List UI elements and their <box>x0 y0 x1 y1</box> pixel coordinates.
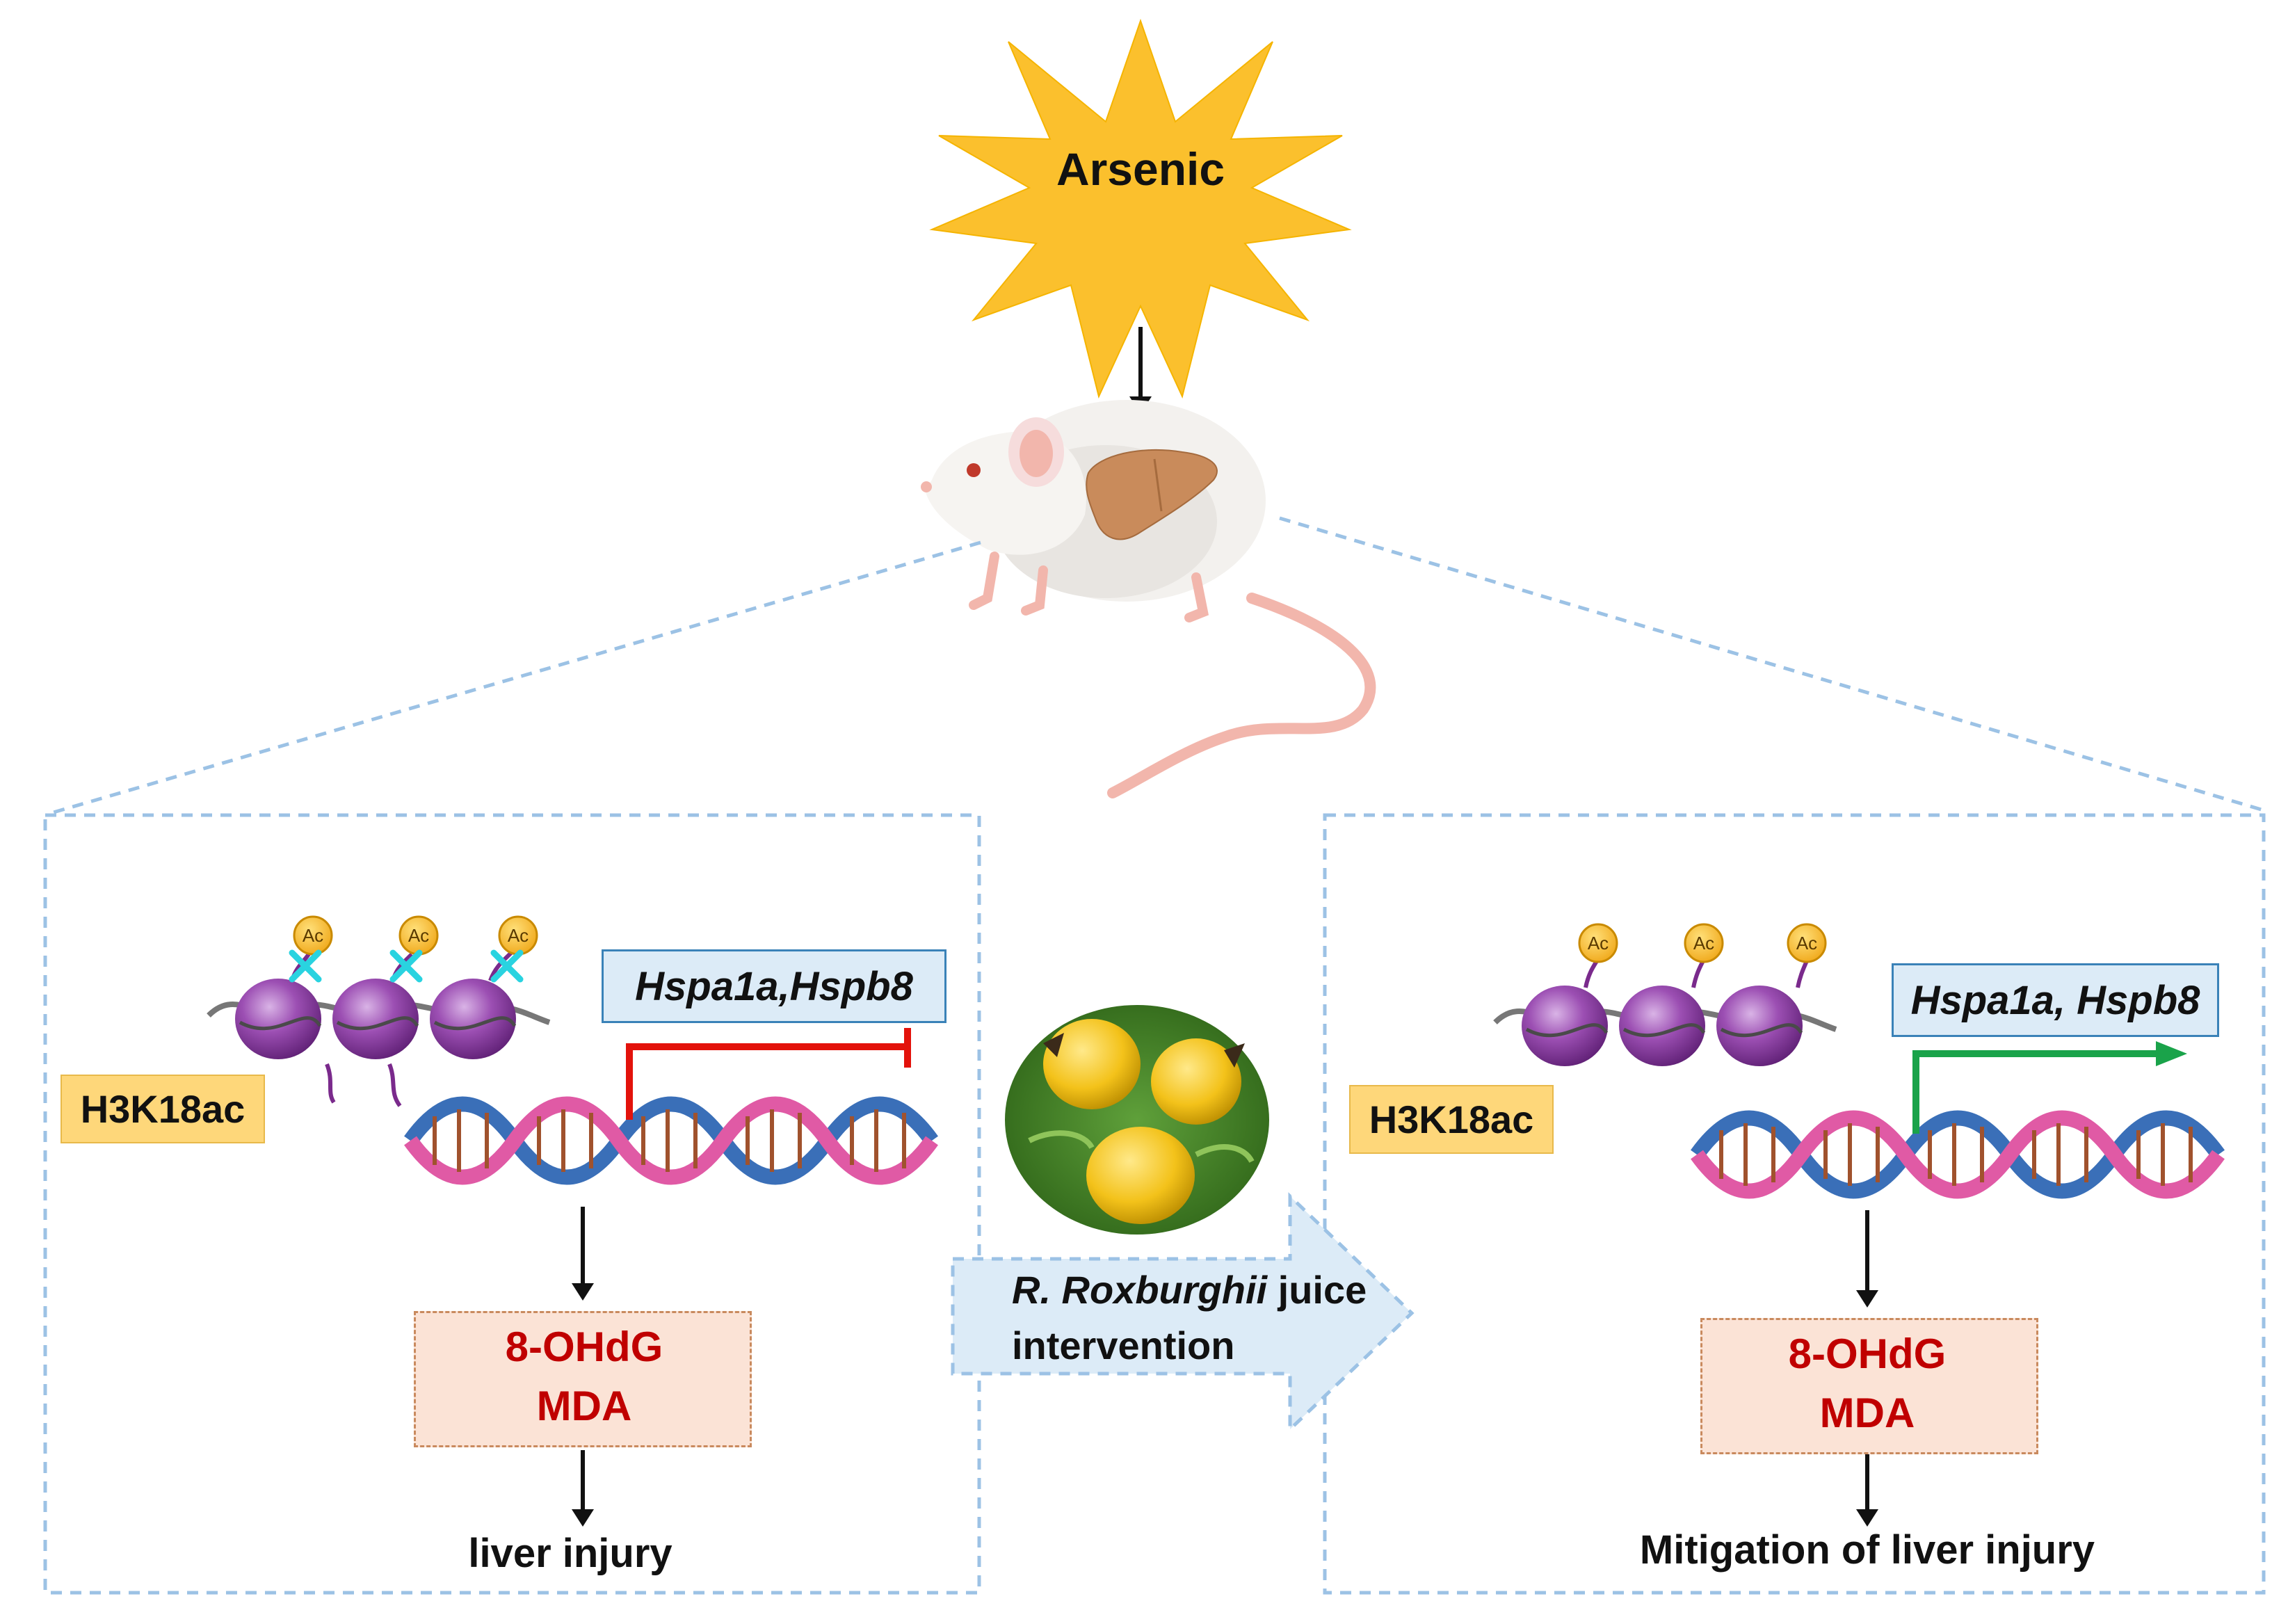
marker-box-left <box>414 1311 752 1447</box>
marker-mda-left: MDA <box>536 1383 632 1429</box>
species-name: R. Roxburghii <box>1012 1268 1268 1312</box>
marker-8ohdg-right: 8-OHdG <box>1788 1330 1947 1377</box>
dna-helix-icon-right <box>1691 1110 2225 1199</box>
histone-label-left: H3K18ac <box>61 1075 265 1143</box>
marker-mda-right: MDA <box>1819 1390 1915 1436</box>
juice-word: juice <box>1267 1268 1367 1312</box>
repression-symbol <box>626 1028 911 1120</box>
acetyl-mark <box>1578 923 1618 963</box>
zoom-line-left <box>48 540 981 816</box>
gene-label-right: Hspa1a, Hspb8 <box>1892 963 2219 1037</box>
gene-label-left: Hspa1a,Hspb8 <box>602 949 946 1023</box>
arsenic-star-icon <box>929 18 1352 399</box>
acetyl-label: Ac <box>408 925 430 946</box>
acetyl-mark <box>1787 923 1827 963</box>
arsenic-title: Arsenic <box>1056 143 1225 195</box>
zoom-line-right <box>1279 516 2264 812</box>
fruit-photo-icon <box>1005 1005 1269 1235</box>
marker-box-right <box>1700 1318 2038 1454</box>
intervention-label: R. Roxburghii juice <box>1012 1262 1367 1318</box>
acetyl-label: Ac <box>302 925 324 946</box>
x-mark-icon <box>289 949 524 983</box>
acetyl-label: Ac <box>507 925 529 946</box>
marker-8ohdg-left: 8-OHdG <box>505 1324 663 1370</box>
liver-icon <box>1086 449 1218 540</box>
outcome-left: liver injury <box>468 1531 672 1576</box>
outcome-right: Mitigation of liver injury <box>1639 1527 2095 1573</box>
acetyl-label: Ac <box>1587 933 1609 954</box>
right-panel <box>1323 813 2266 1595</box>
activation-arrow <box>1912 1041 2187 1134</box>
nucleosome-icon-right <box>1493 955 1837 1066</box>
intervention-line2: intervention <box>1012 1324 1235 1367</box>
dna-helix-icon-left <box>404 1096 938 1185</box>
acetyl-label: Ac <box>1796 933 1818 954</box>
histone-label-right: H3K18ac <box>1349 1085 1554 1154</box>
acetyl-label: Ac <box>1693 933 1715 954</box>
intervention-arrow <box>951 1192 1415 1433</box>
acetyl-mark <box>1684 923 1724 963</box>
